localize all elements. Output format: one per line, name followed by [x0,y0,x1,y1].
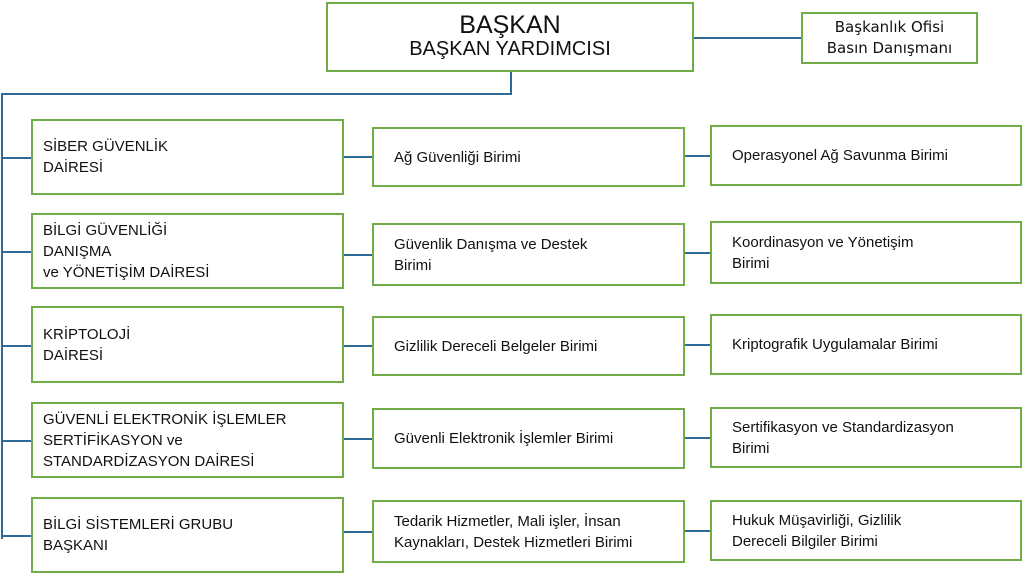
connector-top-to-office [694,37,801,39]
connector-vertical-trunk [1,93,3,539]
unit-box-line: Güvenli Elektronik İşlemler Birimi [394,430,614,447]
department-box: KRİPTOLOJİ DAİRESİ [31,306,344,383]
department-box-line: STANDARDİZASYON DAİRESİ [43,452,255,470]
connector-unit-to-subunit [682,252,710,254]
connector-trunk-to-department [1,440,31,442]
subunit-box: Operasyonel Ağ Savunma Birimi [710,125,1022,186]
department-box-line: SERTİFİKASYON ve [43,431,183,449]
department-box-line: BİLGİ SİSTEMLERİ GRUBU [43,516,234,533]
subunit-box-line: Birimi [732,439,770,457]
president-title: BAŞKAN [459,11,561,39]
unit-box-line: Ağ Güvenliği Birimi [394,148,521,166]
department-box-line: DAİRESİ [43,159,104,176]
connector-trunk-to-department [1,251,31,253]
department-box-line: DAİRESİ [43,346,104,364]
connector-trunk-to-department [1,345,31,347]
president-box: BAŞKAN BAŞKAN YARDIMCISI [326,2,694,72]
office-line-2: Basın Danışmanı [826,39,953,57]
connector-department-to-unit [344,254,372,256]
subunit-box-line: Birimi [732,254,770,272]
department-box: SİBER GÜVENLİK DAİRESİ [31,119,344,195]
connector-department-to-unit [344,345,372,347]
unit-box-line: Kaynakları, Destek Hizmetleri Birimi [394,533,633,551]
unit-box-line: Birimi [394,256,432,274]
connector-department-to-unit [344,531,372,533]
connector-unit-to-subunit [682,437,710,439]
subunit-box-line: Kriptografik Uygulamalar Birimi [732,336,938,353]
department-box: BİLGİ GÜVENLİĞİ DANIŞMA ve YÖNETİŞİM DAİRE… [31,213,344,289]
connector-trunk-to-department [1,157,31,159]
connector-trunk-to-department [1,535,31,537]
department-box: BİLGİ SİSTEMLERİ GRUBU BAŞKANI [31,497,344,573]
subunit-box-line: Sertifikasyon ve Standardizasyon [732,418,954,436]
unit-box-line: Tedarik Hizmetler, Mali işler, İnsan [394,512,621,530]
subunit-box: Kriptografik Uygulamalar Birimi [710,314,1022,375]
connector-horizontal-trunk [1,93,512,95]
department-box-line: DANIŞMA [43,242,112,260]
department-box-line: BAŞKANI [43,537,109,554]
subunit-box-line: Operasyonel Ağ Savunma Birimi [732,147,948,164]
connector-unit-to-subunit [682,155,710,157]
unit-box-line: Gizlilik Dereceli Belgeler Birimi [394,337,598,355]
connector-department-to-unit [344,156,372,158]
department-box-line: GÜVENLİ ELEKTRONİK İŞLEMLER [43,410,287,428]
connector-department-to-unit [344,438,372,440]
unit-box: Ağ Güvenliği Birimi [372,127,685,187]
connector-top-down [510,72,512,95]
department-box-line: BİLGİ GÜVENLİĞİ [43,221,168,239]
unit-box-line: Güvenlik Danışma ve Destek [394,235,588,253]
connector-unit-to-subunit [682,530,710,532]
department-box-line: SİBER GÜVENLİK [43,138,169,155]
department-box-line: ve YÖNETİŞİM DAİRESİ [43,263,210,281]
office-line-1: Başkanlık Ofisi [834,18,945,36]
department-box: GÜVENLİ ELEKTRONİK İŞLEMLER SERTİFİKASYON… [31,402,344,478]
unit-box: Gizlilik Dereceli Belgeler Birimi [372,316,685,376]
presidency-office-box: Başkanlık Ofisi Basın Danışmanı [801,12,978,64]
subunit-box-line: Hukuk Müşavirliği, Gizlilik [732,511,902,529]
connector-unit-to-subunit [682,344,710,346]
vice-president-title: BAŞKAN YARDIMCISI [409,38,611,60]
subunit-box-line: Koordinasyon ve Yönetişim [732,233,914,251]
unit-box: Güvenli Elektronik İşlemler Birimi [372,408,685,469]
department-box-line: KRİPTOLOJİ [43,325,131,343]
subunit-box-line: Dereceli Bilgiler Birimi [732,532,878,550]
